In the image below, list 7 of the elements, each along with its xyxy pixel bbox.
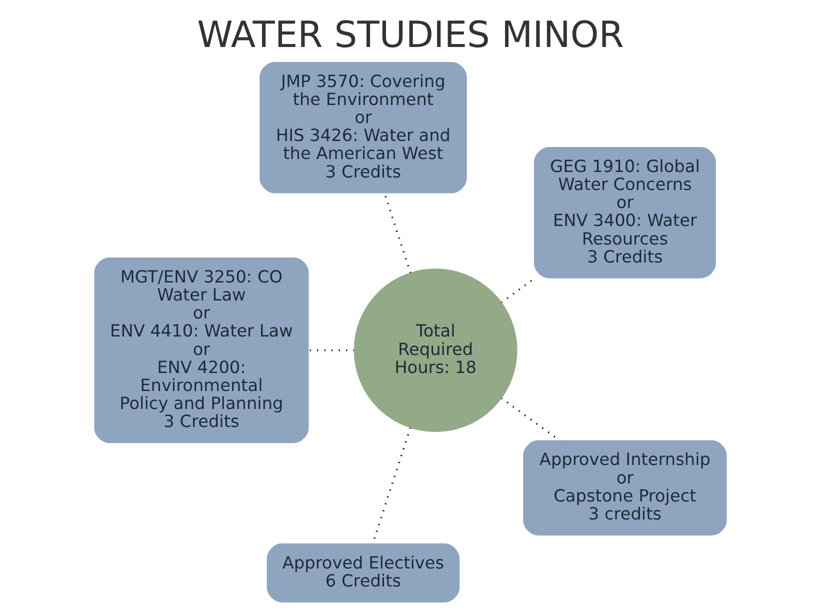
node-box: Approved Internship or Capstone Project 3 credits [522, 440, 726, 536]
diagram-title: WATER STUDIES MINOR [196, 12, 624, 56]
node-box: MGT/ENV 3250: CO Water Law or ENV 4410: Water Law or ENV 4200: Environmental Policy and Planning 3 Credits [94, 258, 308, 444]
node-box: JMP 3570: Covering the Environment or HIS 3426: Water and the American West 3 Credits [259, 62, 466, 194]
node-circle: Total Required Hours: 18 [353, 268, 517, 432]
node-box: Approved Electives 6 Credits [266, 543, 460, 602]
node-box: GEG 1910: Global Water Concerns or ENV 3400: Water Resources 3 Credits [533, 147, 716, 278]
